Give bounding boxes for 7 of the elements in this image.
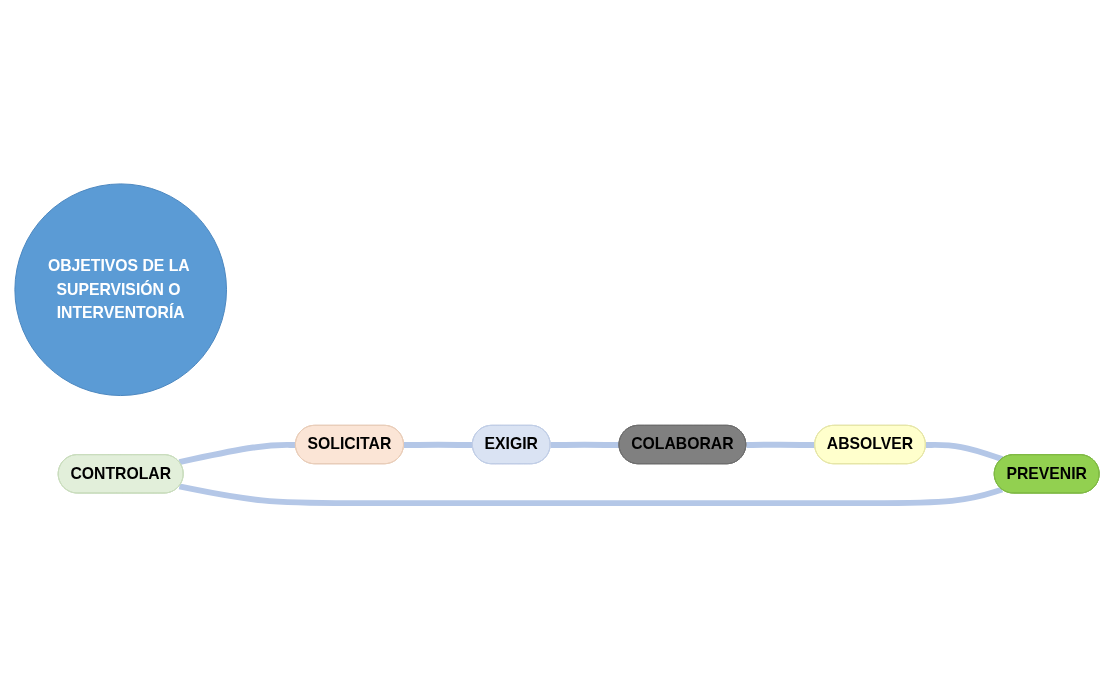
connector <box>403 441 473 448</box>
connector <box>745 441 815 448</box>
connector <box>178 483 1003 507</box>
connector <box>550 441 620 448</box>
connector <box>178 441 296 466</box>
node-circle: OBJETIVOS DE LA SUPERVISIÓN O INTERVENTORÍA <box>13 183 227 397</box>
connector <box>925 441 1003 462</box>
